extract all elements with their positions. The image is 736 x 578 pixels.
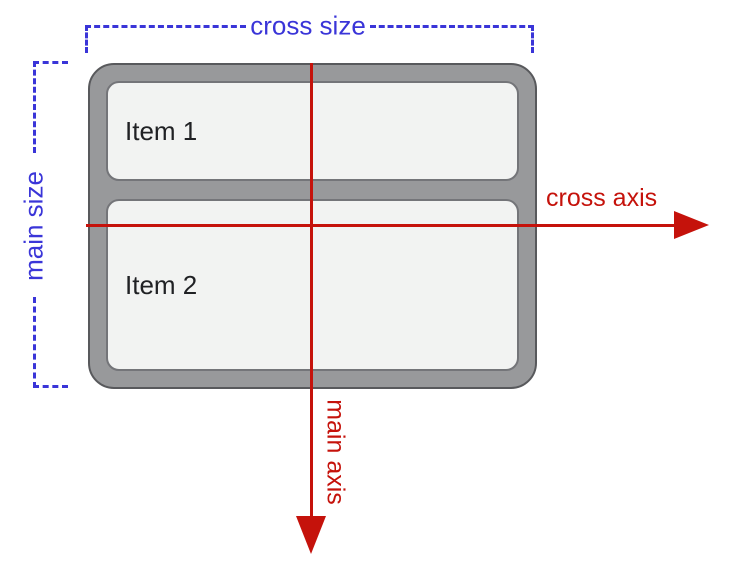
main-size-dash-bottom	[33, 297, 36, 388]
flex-item-1: Item 1	[106, 81, 519, 181]
main-size-dash-top	[33, 61, 36, 153]
main-size-dash-end-bottom	[33, 385, 68, 388]
flex-item-2: Item 2	[106, 199, 519, 371]
cross-size-label: cross size	[250, 10, 366, 41]
main-axis-arrow-icon	[296, 516, 326, 554]
cross-size-dash-end-left	[85, 25, 88, 53]
cross-size-dash-right	[370, 25, 534, 28]
main-size-dash-end-top	[33, 61, 68, 64]
cross-axis-line	[86, 224, 675, 227]
cross-size-dash-left	[85, 25, 246, 28]
main-size-label: main size	[18, 171, 49, 281]
cross-axis-arrow-icon	[674, 211, 709, 239]
cross-size-dash-end-right	[531, 25, 534, 53]
cross-axis-label: cross axis	[546, 184, 658, 212]
main-axis-label: main axis	[321, 399, 350, 505]
main-axis-line	[310, 63, 313, 517]
